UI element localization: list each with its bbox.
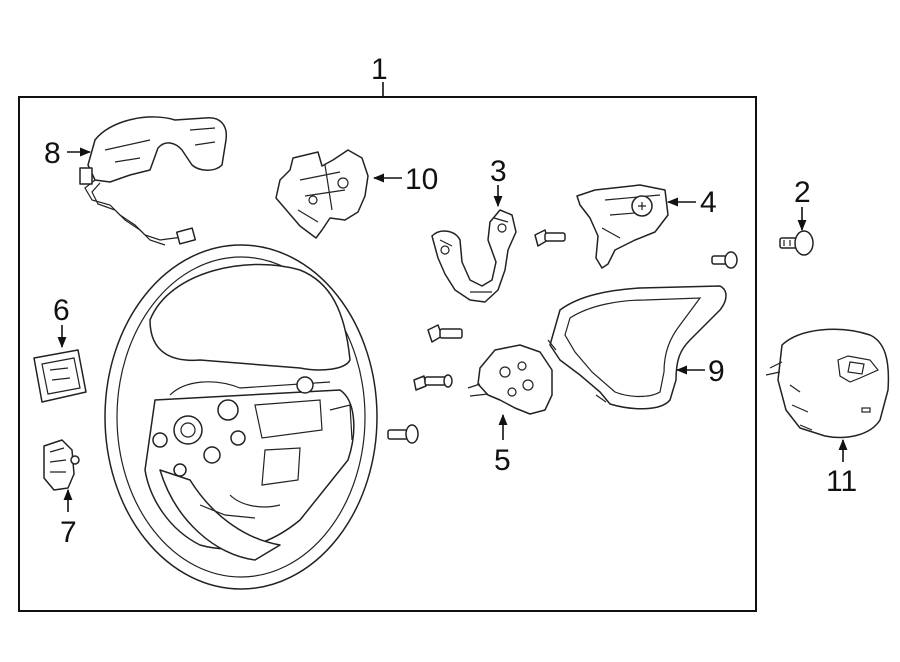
module-part-6: [33, 349, 87, 403]
switch-part-5: [467, 344, 553, 415]
callout-9: 9: [708, 355, 725, 388]
screw-mid-top: [534, 229, 566, 247]
coil-part-7: [43, 439, 80, 491]
callout-7: 7: [60, 516, 77, 549]
steering-wheel: [104, 244, 378, 590]
screw-wheel-right: [387, 424, 419, 444]
bolt-part-2: [779, 230, 814, 256]
callout-3: 3: [490, 155, 507, 188]
switch-part-4: [576, 184, 669, 269]
wiring-part-3: [431, 209, 517, 303]
callout-4: 4: [700, 186, 717, 219]
bezel-part-9: [547, 285, 727, 410]
assembly-frame: [18, 96, 757, 612]
callout-6: 6: [53, 294, 70, 327]
callout-11: 11: [826, 465, 857, 498]
callout-10: 10: [405, 163, 438, 196]
screw-mid-lower: [413, 374, 453, 391]
callout-8: 8: [44, 137, 61, 170]
callout-1: 1: [371, 53, 388, 86]
callout-5: 5: [494, 444, 511, 477]
harness-part-8: [79, 116, 228, 246]
callout-2: 2: [794, 176, 811, 209]
bracket-part-10: [275, 149, 369, 239]
airbag-part-11: [765, 328, 890, 439]
screw-right-small: [711, 251, 738, 269]
screw-mid-upper: [427, 324, 463, 343]
